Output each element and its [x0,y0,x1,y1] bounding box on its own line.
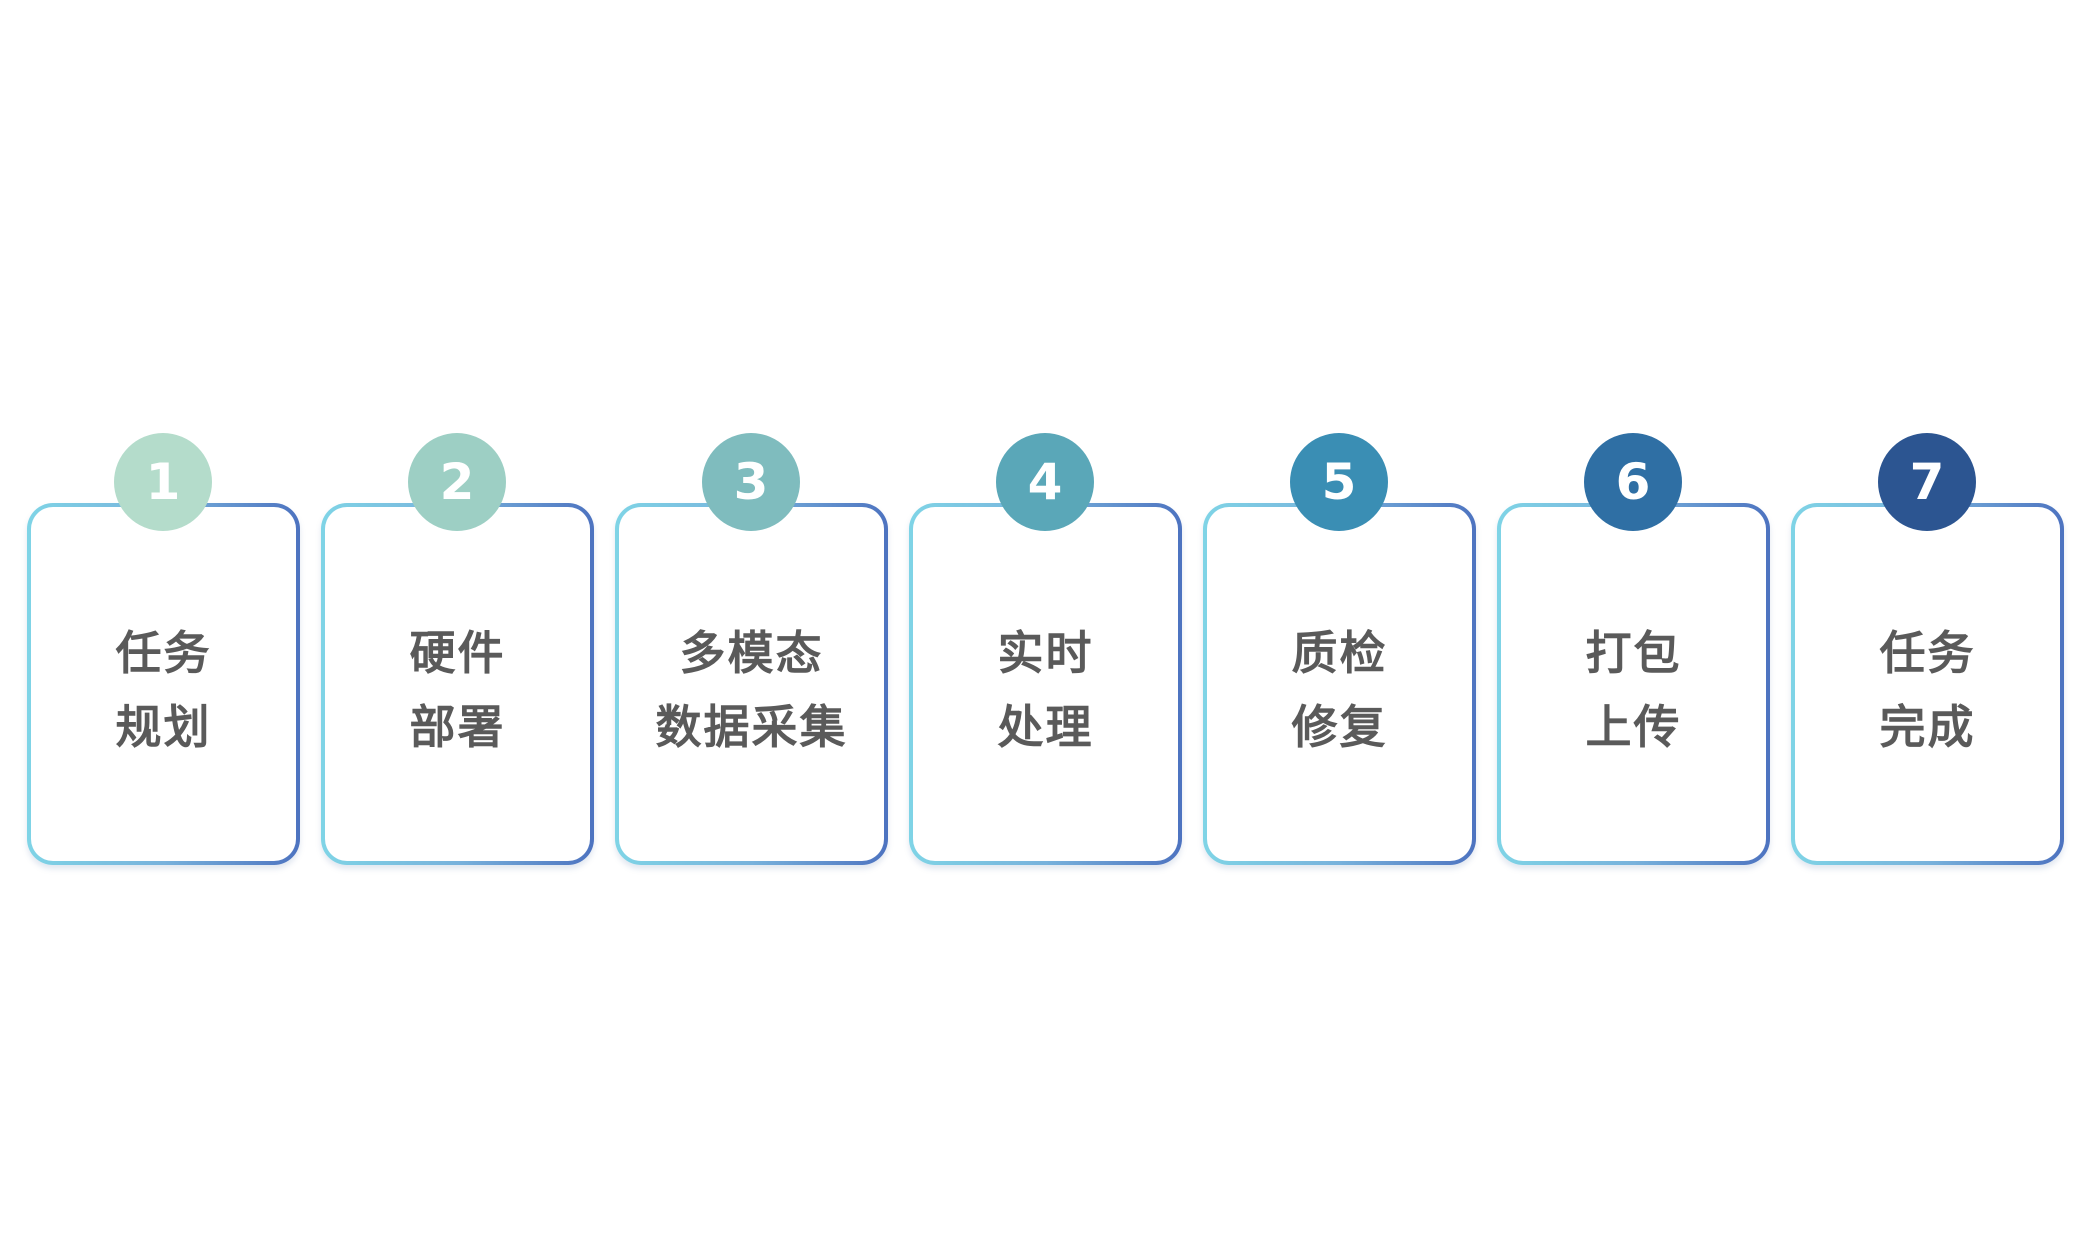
step-label-line-1: 硬件 [409,626,506,680]
step-number-badge: 4 [996,433,1094,531]
step-number-badge: 6 [1584,433,1682,531]
step-card [615,503,888,865]
step-7: 7 任务 完成 [1791,433,2064,865]
step-label-line-2: 完成 [1879,700,1976,754]
step-card [27,503,300,865]
step-label-line-1: 质检 [1291,626,1388,680]
step-card [1497,503,1770,865]
step-number-badge: 2 [408,433,506,531]
step-label-line-1: 打包 [1585,626,1682,680]
step-label-line-1: 多模态 [679,626,824,680]
step-label-line-1: 任务 [1879,626,1976,680]
step-5: 5 质检 修复 [1203,433,1476,865]
step-1: 1 任务 规划 [27,433,300,865]
step-number-badge: 3 [702,433,800,531]
step-number-badge: 1 [114,433,212,531]
step-label-line-1: 任务 [115,626,212,680]
step-label-line-2: 上传 [1585,700,1682,754]
step-label-line-2: 部署 [409,700,506,754]
step-number-badge: 5 [1290,433,1388,531]
step-number-badge: 7 [1878,433,1976,531]
step-label-line-2: 数据采集 [655,700,848,754]
step-label-line-2: 修复 [1291,700,1388,754]
step-label-line-2: 处理 [997,700,1094,754]
step-2: 2 硬件 部署 [321,433,594,865]
step-label-line-2: 规划 [115,700,212,754]
step-card [1791,503,2064,865]
step-card [321,503,594,865]
step-3: 3 多模态 数据采集 [615,433,888,865]
step-4: 4 实时 处理 [909,433,1182,865]
step-card [909,503,1182,865]
step-card [1203,503,1476,865]
step-6: 6 打包 上传 [1497,433,1770,865]
step-label-line-1: 实时 [997,626,1094,680]
